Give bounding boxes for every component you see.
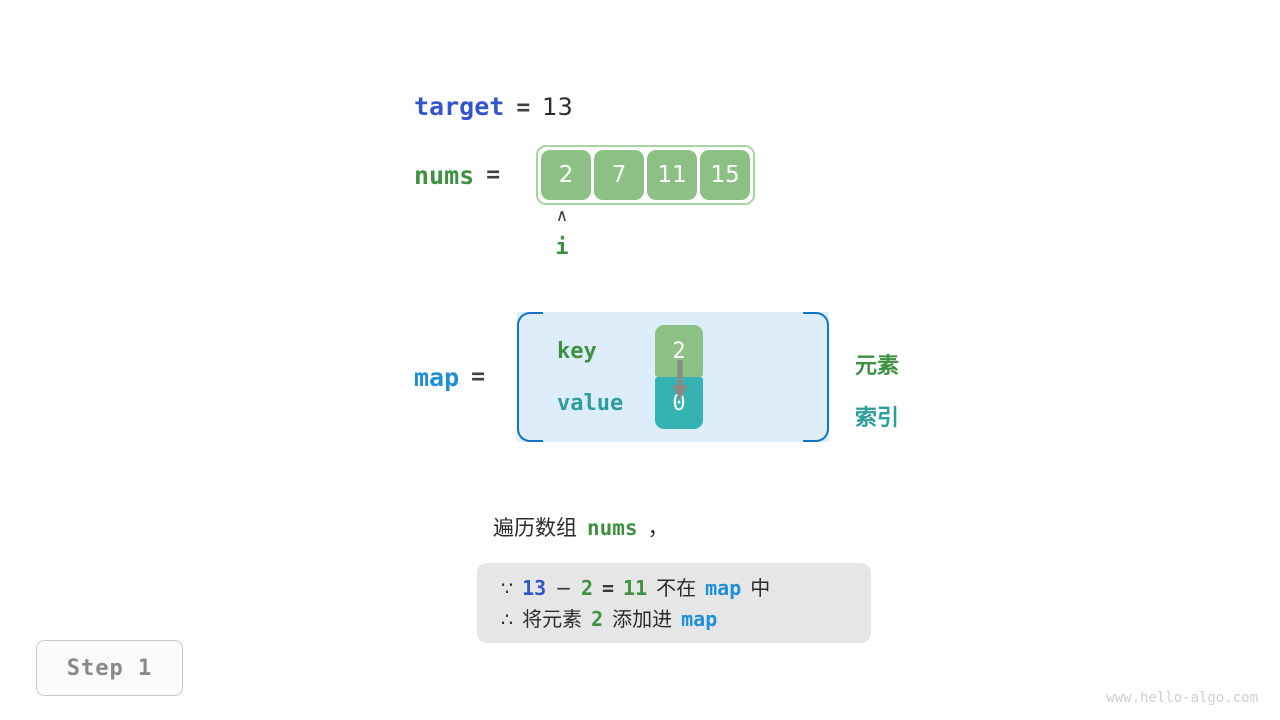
info-complement-value: 11 — [623, 576, 648, 600]
watermark: www.hello-algo.com — [1106, 690, 1258, 706]
info-added-value: 2 — [591, 607, 604, 631]
description-suffix: ， — [647, 516, 669, 540]
index-pointer-label: i — [555, 235, 569, 260]
target-row: target = 13 — [414, 92, 573, 121]
index-pointer: ∧ i — [540, 206, 584, 261]
therefore-symbol: ∴ — [501, 609, 514, 631]
map-key-label: key — [557, 338, 597, 364]
step-badge: Step 1 — [36, 640, 183, 696]
nums-variable-name: nums — [414, 160, 475, 190]
info-line-1: ∵ 13 − 2 = 11 不在 map 中 — [501, 572, 847, 603]
array-cell: 15 — [700, 150, 751, 200]
target-value: 13 — [542, 93, 573, 121]
info-line-2: ∴ 将元素 2 添加进 map — [501, 603, 847, 634]
array-cell: 7 — [594, 150, 645, 200]
description-code-nums: nums — [587, 516, 638, 540]
description-line: 遍历数组 nums ， — [493, 512, 669, 542]
map-key-row: key 2 — [557, 325, 704, 377]
map-value-label: value — [557, 390, 624, 416]
info-box: ∵ 13 − 2 = 11 不在 map 中 ∴ 将元素 2 添加进 map — [477, 563, 871, 643]
info-minus-sign: − — [555, 576, 572, 600]
map-bracket-left-icon — [517, 312, 544, 442]
map-variable-name: map — [414, 362, 460, 392]
annotation-index: 索引 — [855, 406, 900, 431]
target-equals-sign: = — [516, 95, 531, 121]
info-add-element-text: 将元素 — [522, 607, 583, 631]
info-add-into-text: 添加进 — [612, 607, 673, 631]
map-side-annotations: 元素 索引 — [855, 338, 899, 442]
info-not-in-text: 不在 — [656, 576, 697, 600]
nums-row: nums = 2 7 11 15 — [414, 145, 756, 205]
description-prefix: 遍历数组 — [493, 516, 577, 540]
nums-equals-sign: = — [486, 162, 501, 188]
array-cell: 11 — [647, 150, 698, 200]
nums-array-container: 2 7 11 15 — [536, 145, 756, 205]
map-key-cell: 2 — [655, 325, 704, 377]
info-code-map-2: map — [681, 607, 718, 631]
info-code-map-1: map — [705, 576, 742, 600]
map-container: key 2 value 0 — [517, 312, 830, 442]
target-variable-name: target — [414, 92, 505, 121]
caret-up-icon: ∧ — [555, 206, 569, 226]
because-symbol: ∵ — [501, 578, 514, 600]
map-value-cell: 0 — [655, 377, 704, 429]
map-row: map = key 2 value 0 — [414, 312, 830, 442]
info-operand-current: 2 — [580, 576, 593, 600]
info-tail-text: 中 — [750, 576, 771, 600]
annotation-element: 元素 — [855, 354, 900, 379]
map-bracket-right-icon — [803, 312, 830, 442]
array-cell: 2 — [541, 150, 592, 200]
map-value-row: value 0 — [557, 377, 704, 429]
map-equals-sign: = — [471, 364, 486, 390]
info-equals-sign: = — [602, 576, 615, 600]
info-operand-target: 13 — [522, 576, 547, 600]
